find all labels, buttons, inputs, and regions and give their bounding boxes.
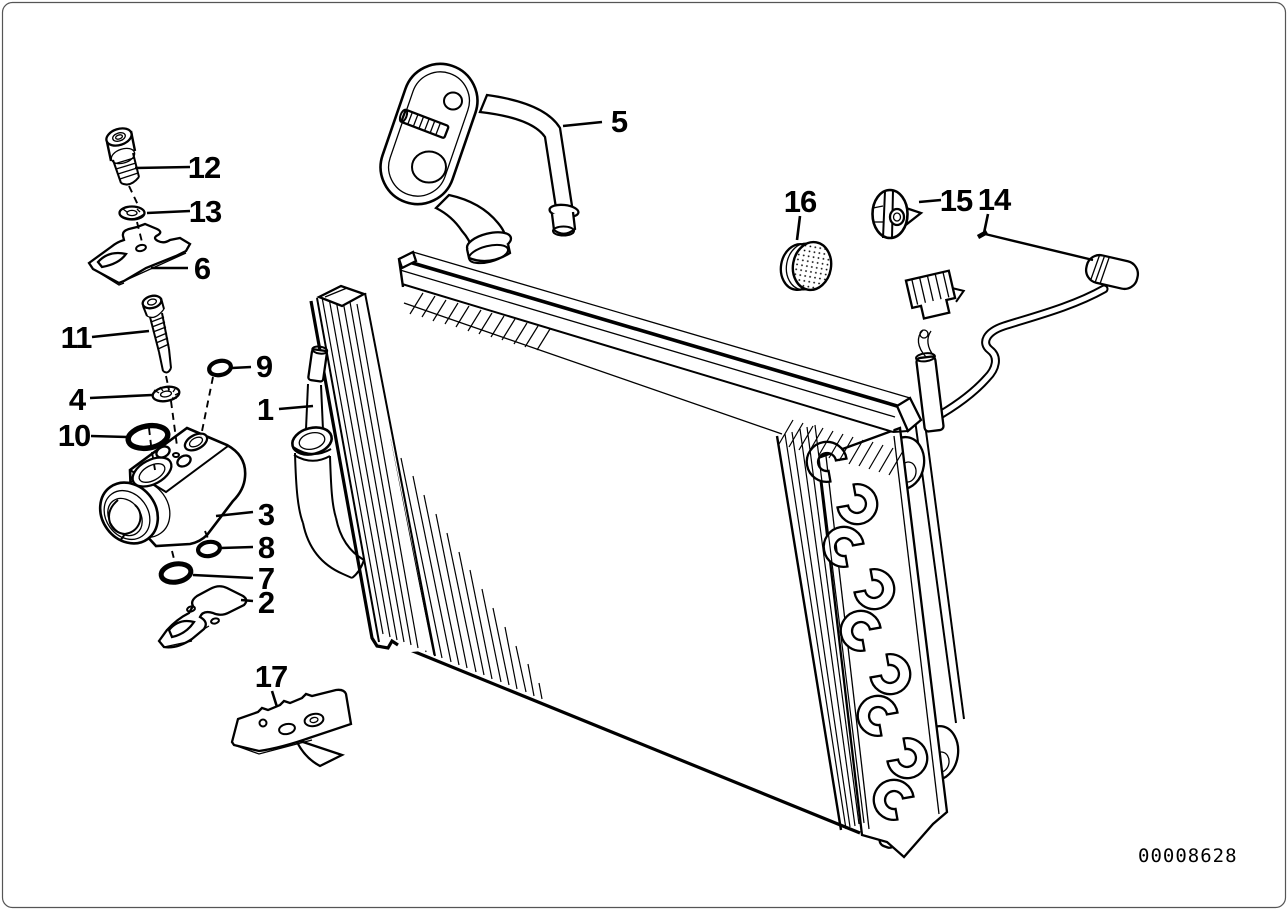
part-callout-8[interactable]: 8 (258, 530, 276, 565)
hatch-right-band (778, 419, 904, 476)
diagram-code: 00008628 (1138, 845, 1238, 867)
expansion-valve-drawing (98, 426, 247, 548)
sensor-sleeve (915, 352, 945, 433)
left-channel (309, 284, 436, 657)
part-leader-10 (90, 434, 128, 439)
o-ring-8-drawing (195, 539, 223, 559)
part-leader-17 (270, 690, 279, 708)
part-leader-7 (192, 573, 254, 580)
part-leader-8 (220, 545, 254, 550)
part-callout-10[interactable]: 10 (58, 418, 91, 453)
part-leader-14 (982, 213, 990, 234)
o-ring-10-drawing (125, 422, 171, 452)
screw-12-drawing (105, 127, 140, 186)
top-rail (397, 250, 923, 433)
part-leader-1 (278, 404, 314, 411)
o-ring-7-drawing (158, 561, 194, 585)
tube-u-bends (805, 440, 929, 821)
part-callout-16[interactable]: 16 (784, 184, 818, 219)
screw-11-drawing (141, 294, 172, 374)
evaporator-pipe (291, 345, 365, 579)
o-ring-9-drawing (207, 358, 233, 378)
grommet-15-drawing (871, 188, 924, 240)
flange-stud (398, 108, 450, 139)
part-callout-4[interactable]: 4 (69, 382, 88, 417)
part-callout-2[interactable]: 2 (258, 585, 275, 620)
part-callout-17[interactable]: 17 (255, 659, 288, 694)
bracket-plate-2-drawing (157, 585, 248, 649)
part-callout-5[interactable]: 5 (611, 104, 629, 139)
bracket-plate-6-drawing (87, 222, 192, 286)
pipe-flange-drawing (379, 62, 580, 265)
part-callout-9[interactable]: 9 (256, 349, 274, 384)
part-callout-7[interactable]: 7 (258, 561, 275, 596)
part-leader-16 (795, 215, 802, 241)
evaporator-drawing (291, 250, 965, 859)
part-leader-12 (134, 165, 191, 170)
sensor-elbow (1084, 253, 1140, 291)
part-callout-14[interactable]: 14 (978, 182, 1013, 217)
end-plate (805, 426, 949, 859)
part-leader-2 (240, 598, 254, 603)
assembly-axes (128, 185, 214, 564)
temperature-sensor-front (904, 230, 1140, 433)
part-callout-1[interactable]: 1 (257, 392, 275, 427)
part-callout-12[interactable]: 12 (188, 150, 221, 185)
part-callout-13[interactable]: 13 (189, 194, 223, 229)
sensor-capillary (984, 232, 1094, 262)
part-leader-4 (89, 393, 153, 400)
support-bracket-17-drawing (230, 688, 353, 768)
sensor-capillary-tip (976, 230, 989, 239)
lock-washer-4-drawing (151, 385, 181, 403)
part-callout-15[interactable]: 15 (940, 183, 974, 218)
hatch-top-band (409, 292, 551, 351)
temperature-sensor-drawing (923, 284, 1109, 431)
sensor-connector (904, 269, 966, 320)
part-leader-15 (918, 198, 942, 204)
part-leader-5 (562, 120, 603, 128)
part-leader-9 (231, 365, 252, 370)
washer-13-drawing (118, 205, 146, 221)
part-callout-6[interactable]: 6 (194, 251, 212, 286)
part-leader-3 (215, 510, 254, 518)
fin-bundle-right (775, 424, 865, 831)
part-leader-11 (91, 329, 150, 339)
part-callout-3[interactable]: 3 (258, 497, 276, 532)
cap-16-drawing (779, 240, 833, 292)
part-callout-11[interactable]: 11 (61, 320, 94, 355)
part-leader-13 (146, 209, 191, 215)
